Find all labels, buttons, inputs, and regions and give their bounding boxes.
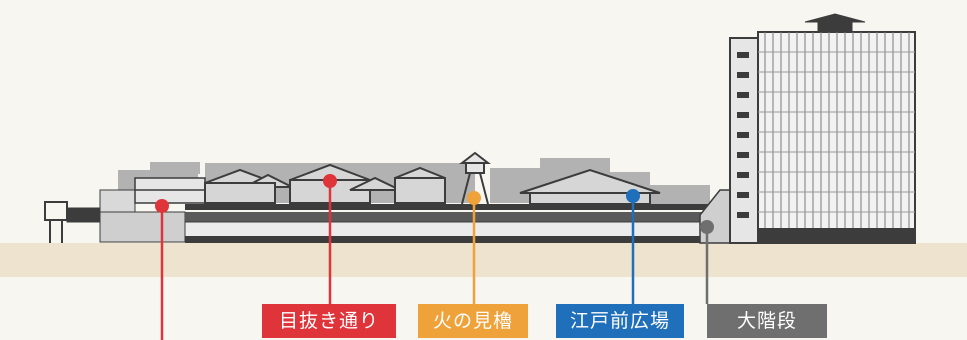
left-building (134, 177, 206, 204)
label-edomae-hiroba: 江戸前広場 (556, 304, 684, 338)
callout-dot-watchtower (467, 191, 481, 205)
left-small-building (44, 189, 186, 243)
callout-dot-left (155, 199, 169, 213)
plaza-building (519, 168, 661, 205)
ground-band (0, 243, 967, 277)
main-arcade (184, 204, 711, 243)
label-hi-no-mi-yagura: 火の見櫓 (418, 304, 528, 338)
label-dai-kaidan: 大階段 (707, 304, 827, 338)
callout-dot-plaza (626, 189, 640, 203)
fire-watchtower (459, 151, 491, 205)
callout-dot-staircase (700, 220, 714, 234)
callout-dot-menuki (323, 174, 337, 188)
label-menuki-dori: 目抜き通り (262, 304, 396, 338)
tower (729, 13, 916, 244)
